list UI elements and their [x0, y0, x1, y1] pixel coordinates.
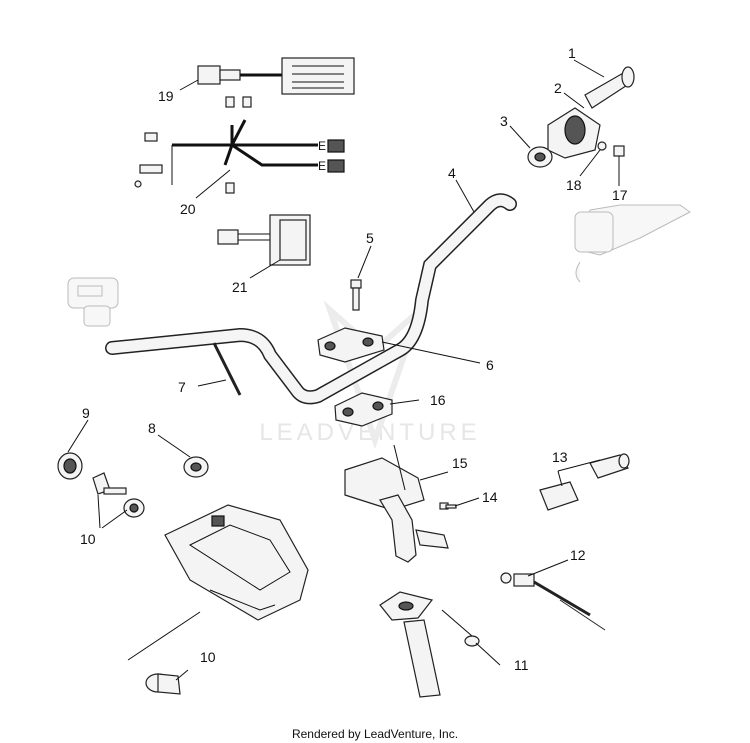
callout-2: 2 — [554, 80, 562, 96]
callout-7: 7 — [178, 379, 186, 395]
part-14-screw — [439, 502, 457, 510]
callout-20: 20 — [180, 201, 196, 217]
part-6-upper-clamp — [317, 327, 385, 363]
callout-11: 11 — [514, 657, 529, 673]
callout-14: 14 — [482, 489, 498, 505]
leader-lines — [67, 59, 620, 681]
brake-lever-ghost — [574, 204, 691, 283]
callout-13: 13 — [552, 449, 568, 465]
part-2-throttle-housing — [547, 107, 601, 159]
callout-5: 5 — [366, 230, 374, 246]
part-20-wire-harness — [134, 96, 345, 194]
callout-8: 8 — [148, 420, 156, 436]
callout-6: 6 — [486, 357, 494, 373]
callout-3: 3 — [500, 113, 508, 129]
callout-9: 9 — [82, 405, 90, 421]
part-5-bolt — [350, 279, 362, 311]
part-9-cap — [57, 452, 83, 480]
part-1-grip — [584, 66, 635, 109]
callout-15: 15 — [452, 455, 468, 471]
harness-letter-e: E — [318, 139, 326, 153]
part-pod-housing — [164, 504, 309, 621]
callout-21: 21 — [232, 279, 248, 295]
part-16-lower-clamp — [334, 392, 393, 427]
part-steering-column — [379, 591, 441, 698]
callout-19: 19 — [158, 88, 174, 104]
part-15-bracket — [344, 457, 449, 563]
part-8-grommet — [183, 456, 209, 478]
callout-12: 12 — [570, 547, 586, 563]
callout-10-lower: 10 — [200, 649, 216, 665]
part-4-handlebar — [105, 193, 517, 405]
callout-16: 16 — [430, 392, 446, 408]
part-12-cable — [500, 572, 606, 631]
switch-housing-ghost — [67, 277, 119, 327]
callout-1: 1 — [568, 45, 576, 61]
footer-credit: Rendered by LeadVenture, Inc. — [292, 727, 458, 741]
part-13-hand-grip — [539, 453, 630, 511]
callout-17: 17 — [612, 187, 628, 203]
callout-18: 18 — [566, 177, 582, 193]
harness-letter-e: E — [318, 159, 326, 173]
part-17-part-18-fasteners — [597, 141, 625, 157]
part-21-control-module — [217, 214, 311, 266]
callout-4: 4 — [448, 165, 456, 181]
part-10-key-switch — [145, 673, 181, 695]
callout-10: 10 — [80, 531, 96, 547]
part-10-key-ring — [92, 472, 145, 518]
part-19-heater-element — [197, 57, 355, 95]
part-7-rod — [212, 342, 242, 396]
part-3-nut — [527, 146, 553, 168]
